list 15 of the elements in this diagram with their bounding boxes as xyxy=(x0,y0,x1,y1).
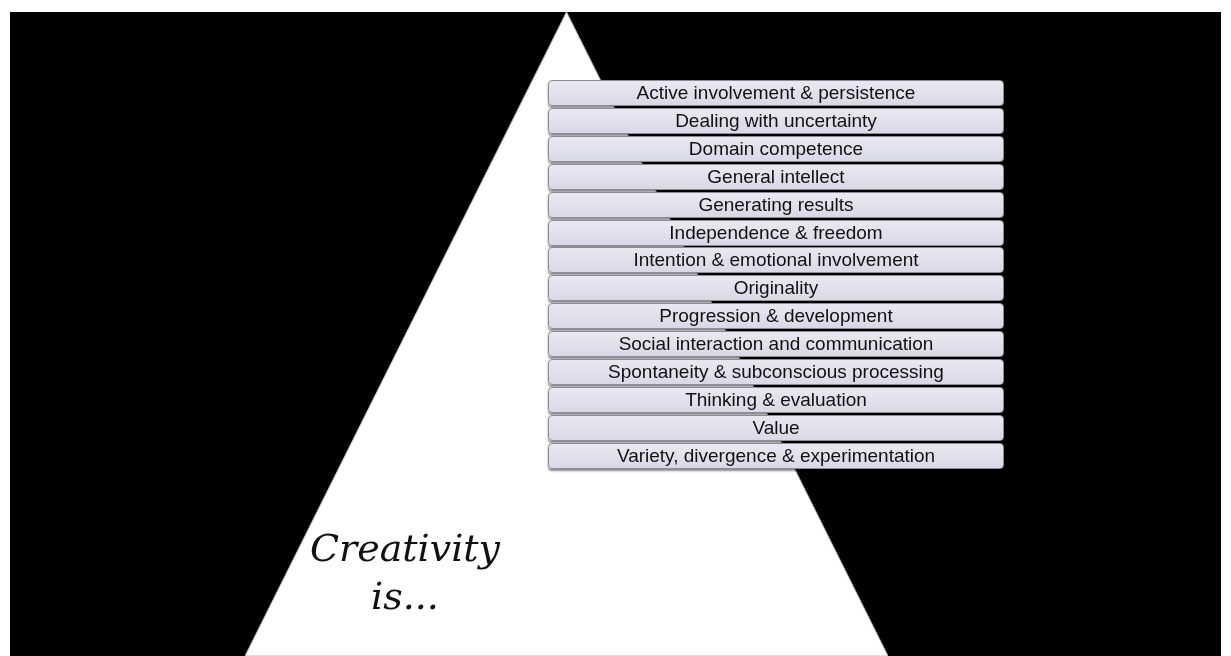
list-bar: Social interaction and communication xyxy=(548,331,1004,358)
list-bar: Variety, divergence & experimentation xyxy=(548,442,1004,469)
list-bar: General intellect xyxy=(548,163,1004,190)
list-bar: Spontaneity & subconscious processing xyxy=(548,359,1004,385)
triangle-caption: Creativity is... xyxy=(308,525,502,620)
list-bar: Active involvement & persistence xyxy=(548,80,1004,106)
list-bar: Domain competence xyxy=(548,135,1004,162)
list-bar: Progression & development xyxy=(548,303,1004,330)
list-bar: Dealing with uncertainty xyxy=(548,107,1004,134)
list-bar: Intention & emotional involvement xyxy=(548,247,1004,274)
list-bar: Generating results xyxy=(548,191,1004,218)
list-bar: Thinking & evaluation xyxy=(548,386,1004,413)
list-bar: Independence & freedom xyxy=(548,219,1004,246)
list-bar: Originality xyxy=(548,275,1004,302)
list-bar: Value xyxy=(548,414,1004,441)
